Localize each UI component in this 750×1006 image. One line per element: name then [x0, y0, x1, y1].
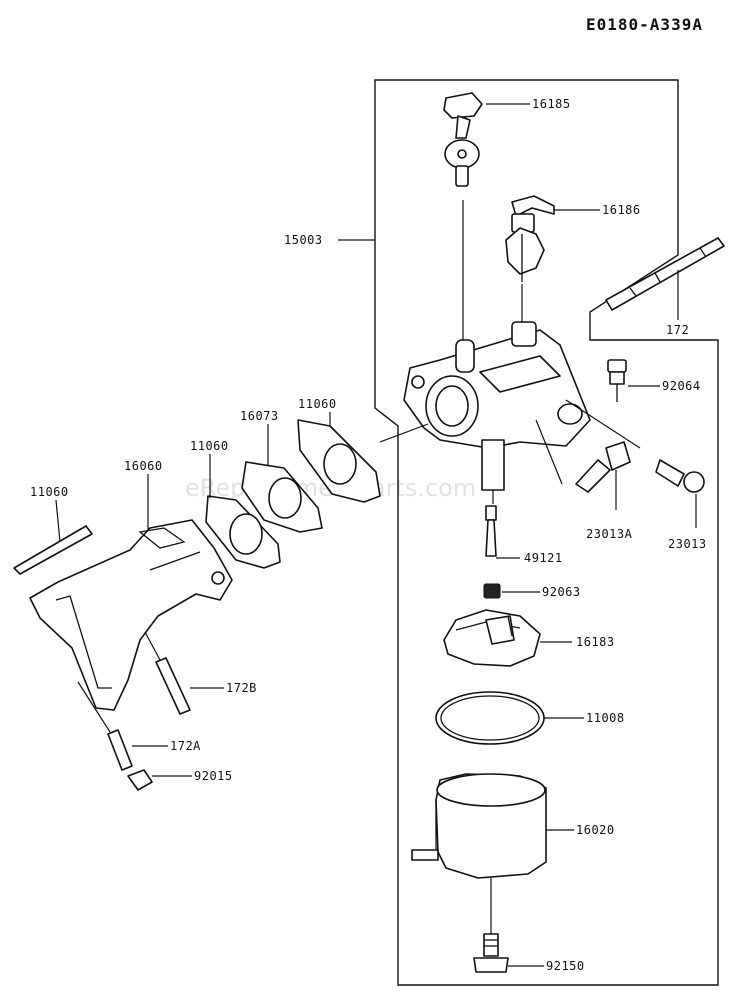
part-16185-throttle-lever[interactable] [443, 92, 483, 187]
part-16073-insulator[interactable] [241, 461, 323, 533]
label-172A: 172A [170, 739, 201, 753]
part-172-stud[interactable] [605, 237, 725, 311]
part-15003-carburetor[interactable] [403, 321, 591, 491]
label-16020: 16020 [576, 823, 615, 837]
label-172B: 172B [226, 681, 257, 695]
label-16060: 16060 [124, 459, 163, 473]
part-16183-float[interactable] [443, 609, 541, 667]
part-16060-intake-manifold[interactable] [29, 519, 233, 711]
part-16020-float-bowl[interactable] [411, 773, 547, 879]
part-23013A-screw[interactable] [575, 441, 631, 493]
part-11008-o-ring[interactable] [435, 691, 545, 745]
label-11008: 11008 [586, 711, 625, 725]
part-11060-gasket-middle[interactable] [205, 495, 281, 569]
label-23013: 23013 [668, 537, 707, 551]
part-11060-gasket-front[interactable] [297, 419, 381, 503]
label-11060-middle: 11060 [190, 439, 229, 453]
part-92015-nut[interactable] [127, 769, 153, 791]
label-92063: 92063 [542, 585, 581, 599]
part-49121-needle[interactable] [485, 505, 497, 557]
label-16186: 16186 [602, 203, 641, 217]
part-92150-drain-bolt[interactable] [473, 933, 509, 973]
assembly-frame [374, 79, 719, 986]
label-16183: 16183 [576, 635, 615, 649]
part-172A-stud[interactable] [107, 729, 133, 771]
label-11060-front: 11060 [298, 397, 337, 411]
part-16186-choke-lever[interactable] [505, 195, 555, 282]
label-15003: 15003 [284, 233, 323, 247]
label-49121: 49121 [524, 551, 563, 565]
label-16073: 16073 [240, 409, 279, 423]
diagram-code: E0180-A339A [586, 15, 703, 34]
label-92150: 92150 [546, 959, 585, 973]
label-172: 172 [666, 323, 689, 337]
part-92063-jet[interactable] [483, 583, 501, 599]
label-11060-edge: 11060 [30, 485, 69, 499]
part-92064-screw[interactable] [607, 359, 627, 402]
label-92015: 92015 [194, 769, 233, 783]
label-16185: 16185 [532, 97, 571, 111]
part-11060-gasket-edge[interactable] [13, 525, 93, 575]
label-92064: 92064 [662, 379, 701, 393]
part-23013-screw[interactable] [655, 459, 705, 493]
label-23013A: 23013A [586, 527, 633, 541]
part-172B-stud[interactable] [155, 657, 191, 715]
